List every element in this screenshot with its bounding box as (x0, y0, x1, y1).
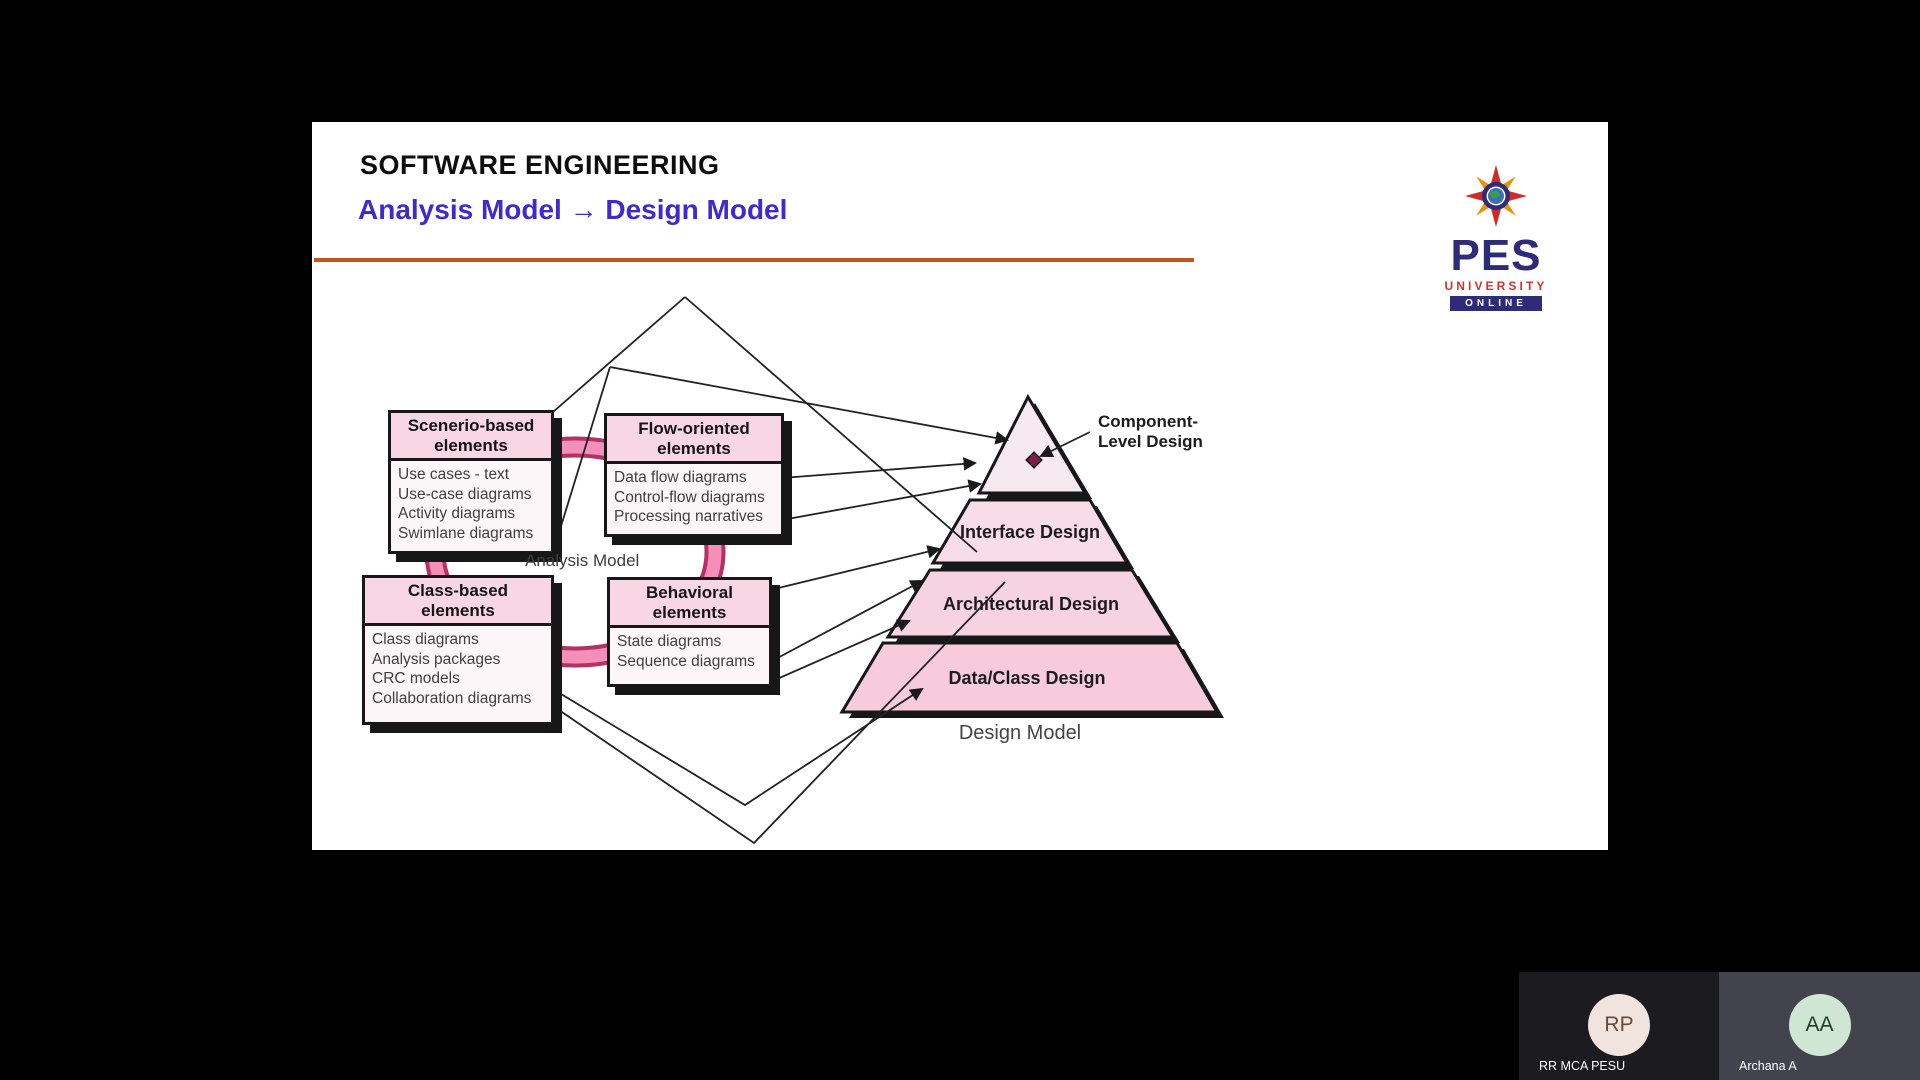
avatar: RP (1588, 994, 1650, 1056)
list-item: Use-case diagrams (398, 485, 532, 503)
list-item: Use cases - text (398, 466, 510, 484)
design-model-caption: Design Model (958, 722, 1082, 744)
interface-design-label: Interface Design (959, 522, 1101, 542)
component-level-design-label: Component-Level Design (1098, 412, 1203, 452)
list-item: Analysis packages (372, 650, 501, 668)
participant-tile-aa[interactable]: AA Archana A (1719, 972, 1920, 1080)
dataclass-design-label: Data/Class Design (948, 668, 1106, 688)
list-item: State diagrams (617, 633, 722, 651)
slide-title: SOFTWARE ENGINEERING (360, 150, 720, 180)
list-item: Data flow diagrams (614, 469, 747, 487)
participant-name: Archana A (1739, 1059, 1797, 1073)
class-box-items: Class diagrams Analysis packages CRC mod… (365, 626, 551, 716)
shared-slide: SOFTWARE ENGINEERING Analysis Model → De… (312, 122, 1608, 850)
pes-university-logo: PES UNIVERSITY ONLINE (1436, 164, 1556, 311)
pyramid-level-dataclass (839, 641, 1220, 714)
list-item: Sequence diagrams (617, 652, 755, 670)
architectural-design-label: Architectural Design (942, 594, 1120, 614)
behavioral-box-items: State diagrams Sequence diagrams (610, 628, 769, 678)
mapping-lines (552, 296, 1091, 845)
logo-university-text: UNIVERSITY (1444, 278, 1548, 293)
list-item: Control-flow diagrams (614, 488, 765, 506)
list-item: Swimlane diagrams (398, 525, 534, 543)
title-underline-rule (314, 258, 1194, 262)
compass-emblem-icon (1465, 165, 1527, 227)
list-item: Processing narratives (614, 508, 764, 526)
logo-acronym: PES (1450, 231, 1542, 280)
scenario-box-items: Use cases - text Use-case diagrams Activ… (391, 461, 551, 551)
slide-subtitle: Analysis Model → Design Model (358, 194, 788, 225)
avatar: AA (1788, 994, 1851, 1056)
participant-name: RR MCA PESU (1539, 1059, 1626, 1073)
analysis-model-caption: Analysis Model (525, 551, 640, 570)
list-item: CRC models (372, 670, 460, 688)
design-pyramid (839, 393, 1224, 718)
component-diamond-marker (1025, 451, 1043, 469)
analysis-design-diagram (424, 296, 1224, 845)
pyramid-level-interface (930, 498, 1130, 565)
list-item: Collaboration diagrams (372, 690, 532, 708)
flow-box-items: Data flow diagrams Control-flow diagrams… (607, 464, 781, 534)
pyramid-level-architectural (885, 568, 1176, 639)
participant-tile-rp[interactable]: RP RR MCA PESU (1519, 972, 1719, 1080)
pyramid-level-component (976, 393, 1088, 495)
list-item: Activity diagrams (398, 505, 516, 523)
logo-online-badge: ONLINE (1450, 295, 1542, 311)
list-item: Class diagrams (372, 631, 479, 649)
